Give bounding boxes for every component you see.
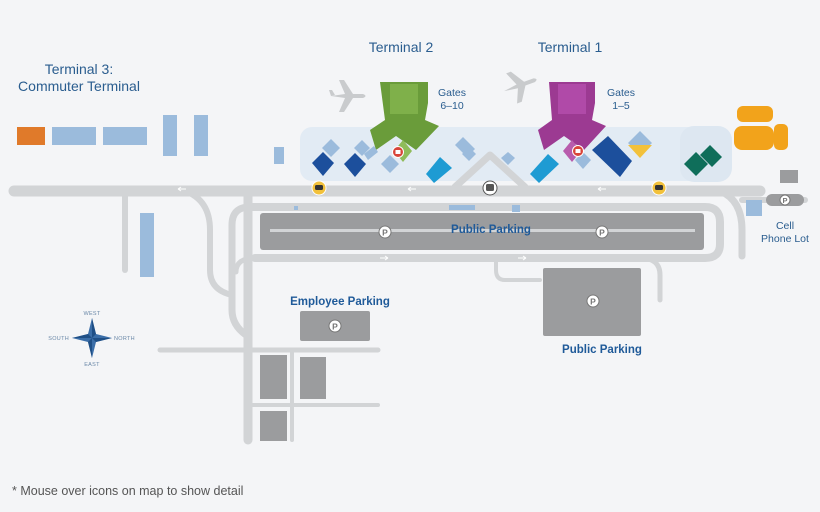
- gates-1-5-label: Gates: [607, 87, 635, 99]
- road-arrows: [177, 186, 606, 261]
- compass-south-label: SOUTH: [48, 336, 69, 342]
- bus-icon[interactable]: [482, 180, 498, 196]
- parking-icon[interactable]: P: [328, 319, 342, 333]
- parking-icon[interactable]: P: [378, 225, 392, 239]
- terminal-2-label: Terminal 2: [369, 39, 434, 55]
- taxi-icon[interactable]: [651, 180, 667, 196]
- taxi-icon[interactable]: [311, 180, 327, 196]
- baggage-icon[interactable]: [392, 146, 404, 158]
- parking-symbol: P: [332, 322, 338, 332]
- baggage-icon[interactable]: [572, 145, 584, 157]
- parking-symbol: P: [782, 196, 787, 205]
- cell-lot-buildings: [734, 106, 788, 150]
- commuter-terminal-buildings: [17, 115, 762, 277]
- parking-icon[interactable]: P: [586, 294, 600, 308]
- public-parking-label: Public Parking: [451, 224, 531, 236]
- employee-parking-label: Employee Parking: [290, 296, 390, 308]
- concourse-buildings: [312, 131, 722, 183]
- compass-north-label: NORTH: [114, 336, 135, 342]
- terminal-3-label: Terminal 3:: [45, 61, 113, 77]
- airplane-icon: [329, 80, 366, 112]
- parking-icon[interactable]: P: [595, 225, 609, 239]
- public-parking-south-label: Public Parking: [562, 344, 642, 356]
- cell-phone-lot-label: Cell: [776, 220, 794, 232]
- airplane-icon: [504, 71, 537, 104]
- terminal-1-label: Terminal 1: [538, 39, 603, 55]
- gates-6-10-label: Gates: [438, 87, 466, 99]
- footnote: * Mouse over icons on map to show detail: [12, 484, 244, 498]
- compass-east-label: EAST: [84, 362, 100, 368]
- commuter-terminal-label: Commuter Terminal: [18, 78, 140, 94]
- parking-symbol: P: [590, 297, 596, 307]
- parking-icon[interactable]: P: [779, 194, 791, 206]
- compass-icon: [72, 318, 112, 358]
- parking-symbol: P: [599, 228, 605, 238]
- gates-6-10-range: 6–10: [440, 100, 464, 112]
- parking-lots: [260, 170, 804, 441]
- parking-symbol: P: [382, 228, 388, 238]
- cell-phone-lot-label-line2: Phone Lot: [761, 233, 809, 245]
- gates-1-5-range: 1–5: [612, 100, 630, 112]
- road-network: [8, 151, 808, 445]
- compass-west-label: WEST: [83, 311, 100, 317]
